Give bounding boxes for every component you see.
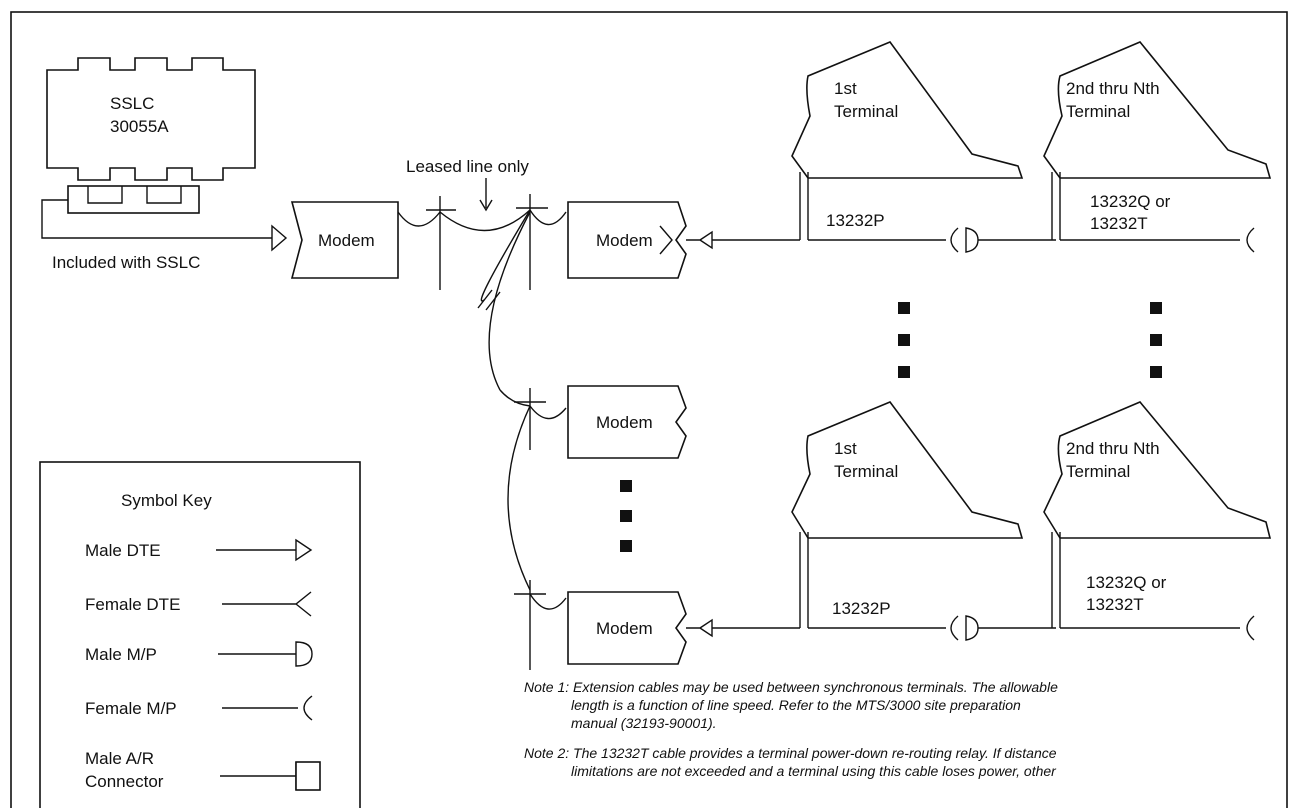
- terminal-top-1-line1: 1st: [834, 79, 857, 98]
- male-ar-square-icon: [295, 761, 321, 791]
- cable-bottom-nth-line2: 13232T: [1086, 595, 1144, 614]
- modem-right-2-label: Modem: [596, 413, 653, 432]
- female-dte-fork-icon: [222, 591, 312, 617]
- modem-host-label: Modem: [318, 231, 375, 250]
- symbol-key: Symbol Key Male DTE Female DTE Male M/P …: [39, 461, 361, 808]
- cable-bottom-first: 13232P: [832, 599, 891, 618]
- sslc-cable: Included with SSLC: [41, 185, 288, 272]
- terminal-row-bottom: 1st Terminal 13232P 2nd thru Nth Termina…: [686, 401, 1272, 641]
- male-mp-d-icon: [295, 641, 313, 667]
- male-dte-arrow-icon: [686, 230, 713, 250]
- terminal-top-1-line2: Terminal: [834, 102, 898, 121]
- terminal-continuation-dots: [898, 302, 1162, 378]
- terminal-row-top: 1st Terminal 13232P 2nd thru Nth Termina…: [686, 41, 1272, 253]
- sslc-label-line1: SSLC: [110, 94, 154, 113]
- modem-host: Modem: [290, 201, 399, 279]
- key-item-male-ar-label-line2: Connector: [85, 772, 164, 791]
- note2-line1: Note 2: The 13232T cable provides a term…: [524, 745, 1057, 761]
- leased-line-label: Leased line only: [406, 157, 529, 176]
- modem-right-3-label: Modem: [596, 619, 653, 638]
- cable-top-nth-line2: 13232T: [1090, 214, 1148, 233]
- female-mp-c-icon: [950, 227, 959, 253]
- male-dte-arrow-icon: [271, 224, 288, 252]
- male-dte-arrow-icon: [295, 538, 313, 562]
- modem-right-3: Modem: [567, 591, 687, 665]
- cable-top-nth-line1: 13232Q or: [1090, 192, 1171, 211]
- male-mp-d-icon: [965, 615, 1056, 641]
- terminal-top-n-line2: Terminal: [1066, 102, 1130, 121]
- notes: Note 1: Extension cables may be used bet…: [524, 679, 1058, 779]
- modem-right-1: Modem: [567, 201, 687, 279]
- modem-right-2: Modem: [567, 385, 687, 459]
- note1-line3: manual (32193-90001).: [571, 715, 717, 731]
- terminal-bottom-1-line2: Terminal: [834, 462, 898, 481]
- female-mp-c-icon: [303, 695, 313, 721]
- key-item-male-dte-label: Male DTE: [85, 541, 161, 560]
- sslc-included-label: Included with SSLC: [52, 253, 200, 272]
- modem-right-1-label: Modem: [596, 231, 653, 250]
- terminal-bottom-n-line1: 2nd thru Nth: [1066, 439, 1160, 458]
- cable-bottom-nth-line1: 13232Q or: [1086, 573, 1167, 592]
- note1-line1: Note 1: Extension cables may be used bet…: [524, 679, 1058, 695]
- key-item-female-mp-label: Female M/P: [85, 699, 177, 718]
- note1-line2: length is a function of line speed. Refe…: [571, 697, 1021, 713]
- terminal-top-n-line1: 2nd thru Nth: [1066, 79, 1160, 98]
- terminal-bottom-n-line2: Terminal: [1066, 462, 1130, 481]
- key-item-female-dte-label: Female DTE: [85, 595, 180, 614]
- leased-line: Leased line only: [397, 157, 567, 670]
- terminal-bottom-1-line1: 1st: [834, 439, 857, 458]
- diagram-frame: [10, 11, 1288, 808]
- male-dte-arrow-icon: [686, 618, 713, 638]
- female-mp-c-icon: [1246, 227, 1255, 253]
- key-item-male-mp-label: Male M/P: [85, 645, 157, 664]
- female-mp-c-icon: [950, 615, 959, 641]
- modem-continuation-dots: [620, 480, 632, 552]
- male-mp-d-icon: [965, 227, 1056, 253]
- key-item-male-ar-label-line1: Male A/R: [85, 749, 154, 768]
- sslc-board: SSLC 30055A: [46, 57, 256, 181]
- sslc-label-line2: 30055A: [110, 117, 169, 136]
- note2-line2: limitations are not exceeded and a termi…: [571, 763, 1057, 779]
- female-mp-c-icon: [1246, 615, 1255, 641]
- symbol-key-title: Symbol Key: [121, 491, 212, 510]
- cable-top-first: 13232P: [826, 211, 885, 230]
